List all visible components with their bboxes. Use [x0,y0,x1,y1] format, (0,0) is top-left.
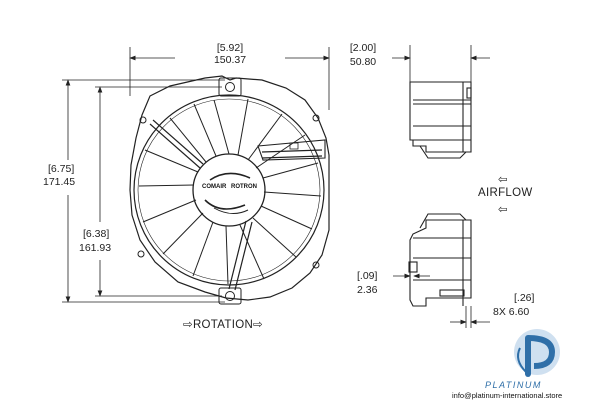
mounting-holes [137,77,320,305]
airflow-arrow-top: ⇦ [498,174,508,186]
brand-left-text: COMAIR [202,184,227,190]
fan-inner-ring [133,94,325,286]
width-mm-label: 150.37 [213,54,247,66]
arrow-right-icon: ⇨ [183,319,193,331]
depth-mm-label: 50.80 [349,56,377,68]
depth-inch-label: [2.00] [349,42,377,54]
flange-mm-label: 2.36 [357,284,378,296]
hole-inch-label: [6.38] [83,228,110,240]
arrow-right-icon: ⇨ [253,319,263,331]
fan-struts [149,119,323,291]
rotation-text: ROTATION [192,319,254,331]
fan-hub [192,153,266,227]
height-inch-label: [6.75] [48,163,75,175]
platinum-site-text: info@platinum-international.store [452,391,563,400]
rotation-label: ⇨ROTATION⇨ [183,317,263,331]
holes-inch-label: [.26] [514,292,535,304]
fan-front-view [129,75,330,305]
height-mm-label: 171.45 [43,176,76,188]
platinum-logo [514,329,560,377]
fan-side-view [408,81,472,307]
side-dimensions [392,45,490,328]
hole-mm-label: 161.93 [79,242,112,254]
width-inch-label: [5.92] [216,42,244,54]
front-dimensions [62,47,330,303]
fan-blades [138,98,322,285]
fan-housing-outline [129,75,330,301]
flange-inch-label: [.09] [357,270,378,282]
airflow-arrow-bottom: ⇦ [498,204,508,216]
platinum-logo-text: PLATINUM [485,380,542,390]
brand-right-text: ROTRON [231,184,257,190]
airflow-label: AIRFLOW [478,187,533,199]
holes-mm-label: 8X 6.60 [493,306,530,318]
